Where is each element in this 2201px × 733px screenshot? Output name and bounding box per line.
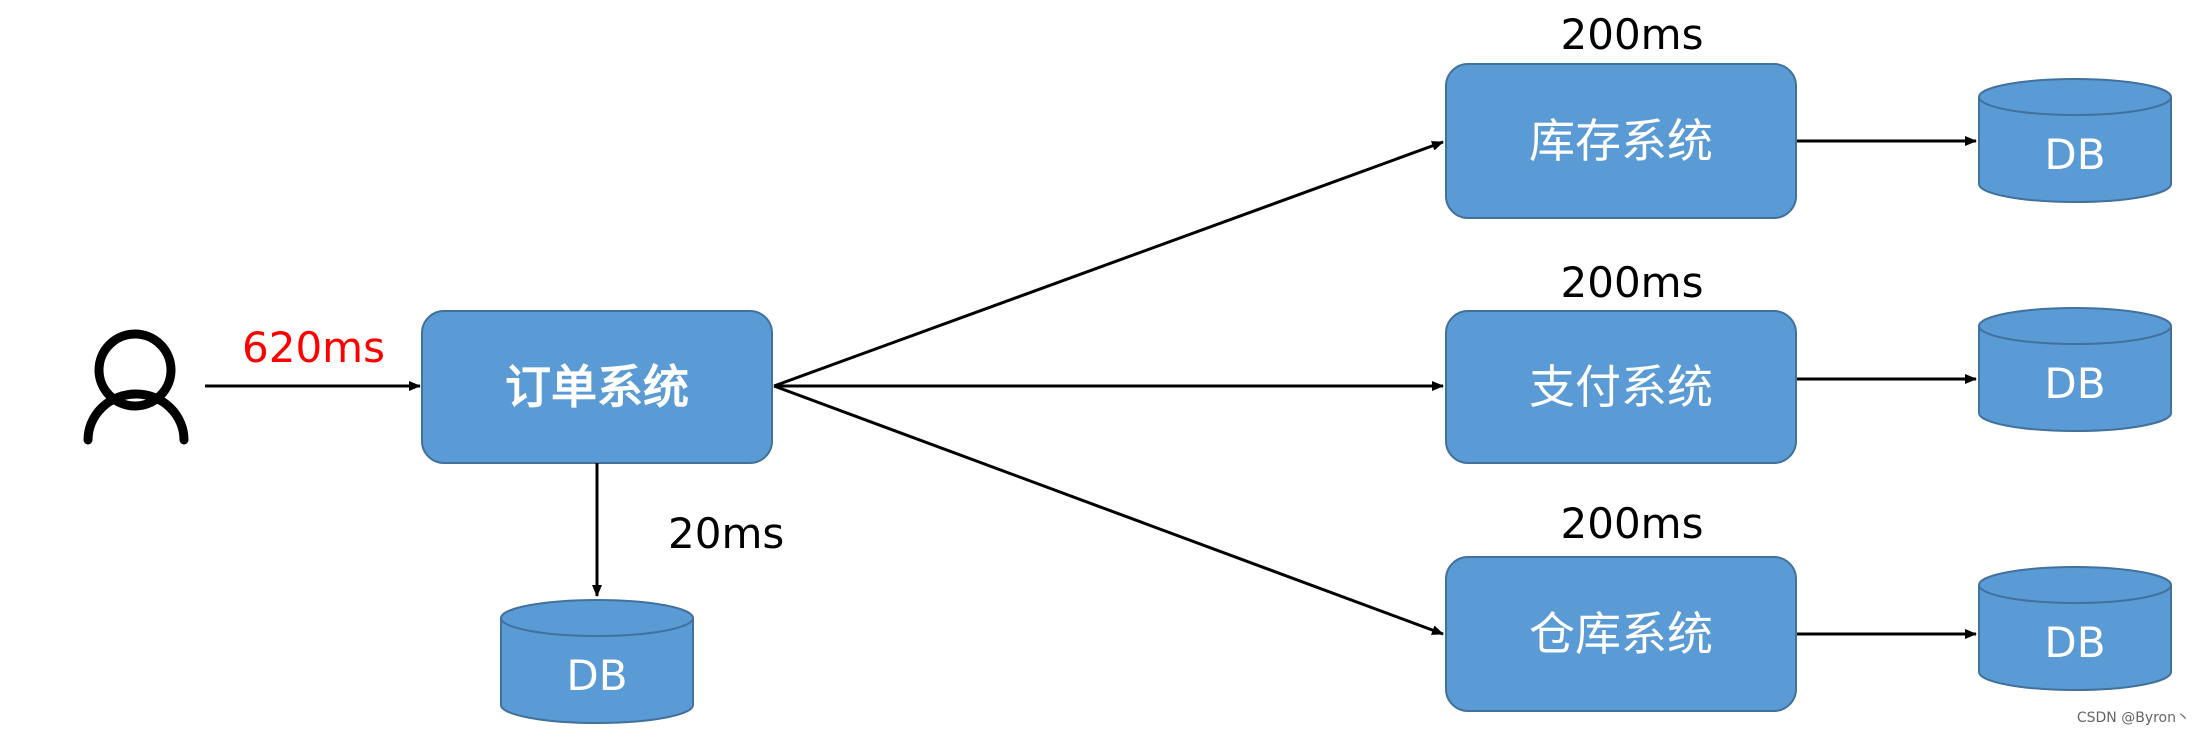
order-db-cylinder: DB — [500, 599, 694, 724]
warehouse-system-node: 200ms 仓库系统 — [1445, 499, 1797, 712]
warehouse-latency-label: 200ms — [1561, 499, 1704, 548]
order-db-latency-label: 20ms — [668, 509, 784, 558]
payment-db-label: DB — [2044, 359, 2105, 408]
watermark-text: CSDN @Byron丶 — [2077, 710, 2190, 726]
payment-db-cylinder: DB — [1978, 307, 2172, 432]
inventory-db-label: DB — [2044, 130, 2105, 179]
arrow-order-to-inventory — [773, 140, 1444, 388]
payment-system-node: 200ms 支付系统 — [1445, 258, 1797, 464]
user-icon — [83, 329, 189, 445]
warehouse-db-cylinder: DB — [1978, 566, 2172, 691]
payment-system-label: 支付系统 — [1529, 360, 1713, 414]
warehouse-system-label: 仓库系统 — [1529, 607, 1713, 661]
inventory-latency-label: 200ms — [1561, 10, 1704, 59]
order-system-label: 订单系统 — [505, 360, 689, 414]
inventory-system-node: 200ms 库存系统 — [1445, 10, 1797, 219]
order-system-node: 订单系统 — [421, 310, 773, 464]
inventory-db-cylinder: DB — [1978, 78, 2172, 203]
inventory-system-label: 库存系统 — [1529, 114, 1713, 168]
user-latency-label: 620ms — [242, 323, 385, 372]
payment-latency-label: 200ms — [1561, 258, 1704, 307]
order-db-label: DB — [566, 651, 627, 700]
warehouse-db-label: DB — [2044, 618, 2105, 667]
arrow-order-to-warehouse — [773, 384, 1444, 636]
